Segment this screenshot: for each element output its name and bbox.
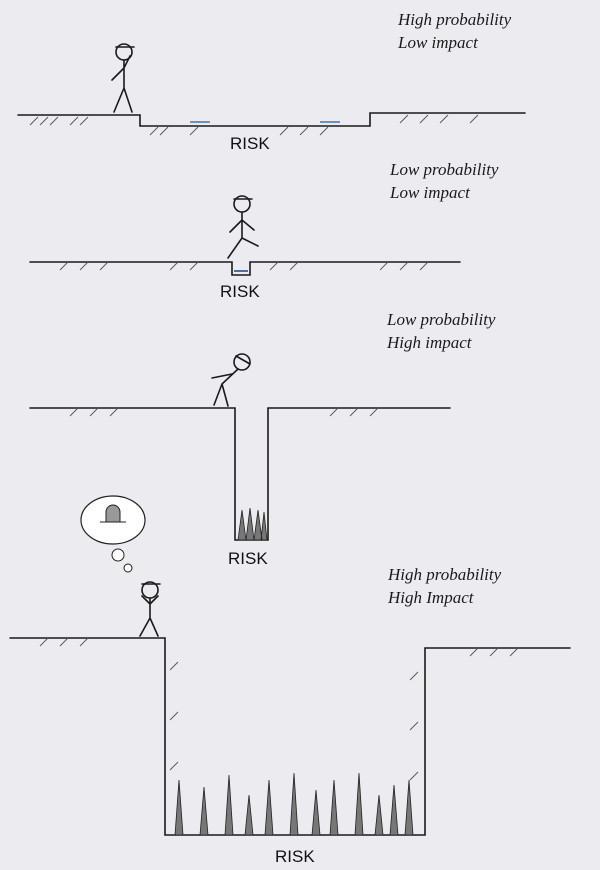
panel-2-caption: Low probability Low impact bbox=[390, 158, 498, 204]
panel-2-scene bbox=[29, 195, 461, 276]
panel-3-caption: Low probability High impact bbox=[387, 308, 495, 354]
stick-figure-3 bbox=[211, 353, 251, 407]
impact-label: High Impact bbox=[388, 588, 474, 607]
impact-label: Low impact bbox=[390, 183, 470, 202]
panel-3-risk-label: RISK bbox=[228, 549, 268, 568]
panel-1-scene bbox=[17, 43, 526, 136]
stick-figure-1 bbox=[111, 43, 135, 113]
panel-1-risk-label: RISK bbox=[230, 134, 270, 153]
panel-4-scene bbox=[9, 495, 571, 836]
panel-3-scene bbox=[29, 353, 451, 541]
stick-figure-2 bbox=[227, 195, 259, 259]
probability-label: High probability bbox=[398, 10, 512, 29]
thought-bubble bbox=[80, 495, 146, 573]
panel-2-risk-label: RISK bbox=[220, 282, 260, 301]
panel-1-caption: High probability Low impact bbox=[398, 8, 511, 54]
impact-label: High impact bbox=[387, 333, 472, 352]
impact-label: Low impact bbox=[398, 33, 478, 52]
panel-4-risk-label: RISK bbox=[275, 847, 315, 866]
probability-label: Low probability bbox=[390, 160, 499, 179]
stick-figure-4 bbox=[139, 581, 161, 637]
probability-label: Low probability bbox=[387, 310, 496, 329]
probability-label: High probability bbox=[388, 565, 502, 584]
panel-4-caption: High probability High Impact bbox=[388, 563, 501, 609]
